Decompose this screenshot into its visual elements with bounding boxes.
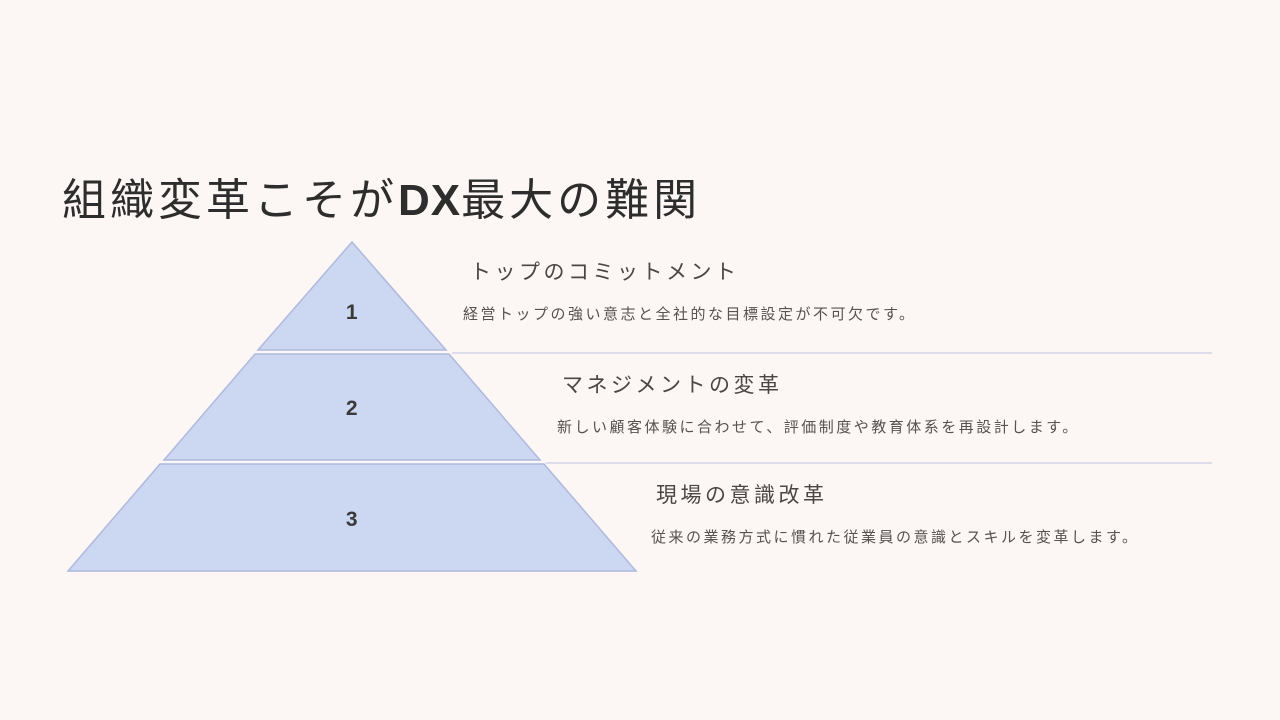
level-1-body: 経営トップの強い意志と全社的な目標設定が不可欠です。 [463, 306, 917, 323]
tier-divider-line-2 [546, 462, 1212, 464]
tier-divider-line-1 [452, 352, 1212, 354]
level-3-heading: 現場の意識改革 [656, 484, 828, 507]
level-3-body: 従来の業務方式に慣れた従業員の意識とスキルを変革します。 [651, 529, 1140, 546]
slide-title-suffix: 最大の難関 [461, 176, 702, 226]
pyramid-tier-1-shape [256, 240, 448, 351]
pyramid-tier-1-number: 1 [345, 301, 359, 324]
pyramid-tier-2-number: 2 [345, 397, 359, 420]
level-2-body: 新しい顧客体験に合わせて、評価制度や教育体系を再設計します。 [557, 419, 1080, 436]
slide-title-emphasis: DX [398, 176, 462, 226]
pyramid-tier-3-number: 3 [345, 508, 359, 531]
level-2-heading: マネジメントの変革 [562, 374, 783, 397]
pyramid-diagram [66, 240, 638, 572]
level-1-heading: トップのコミットメント [470, 261, 740, 284]
slide-title-prefix: 組織変革こそが [62, 176, 398, 226]
pyramid-tier-2-shape [162, 353, 542, 461]
pyramid-tier-3-shape [66, 463, 638, 572]
slide-title: 組織変革こそがDX最大の難関 [62, 173, 701, 228]
